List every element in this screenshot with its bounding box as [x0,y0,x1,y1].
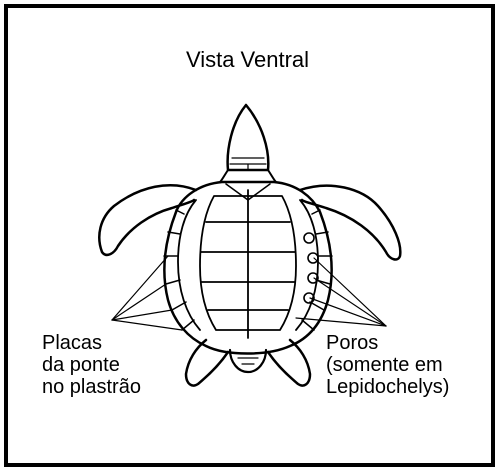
pore-circles [304,233,318,303]
pores-label-line3: Lepidochelys) [326,376,449,398]
right-front-flipper [300,186,400,260]
left-front-flipper [99,185,196,255]
bridge-scutes-left [178,200,200,330]
pores-label: Poros (somente em Lepidochelys) [326,332,449,398]
pore [308,253,318,263]
bridge-scutes-label-line3: no plastrão [42,376,141,398]
bridge-scutes-label-line1: Placas [42,332,141,354]
pores-label-line2: (somente em [326,354,449,376]
bridge-scutes-label: Placas da ponte no plastrão [42,332,141,398]
tail-scales [238,358,258,364]
pore [304,233,314,243]
head-scales [230,158,266,170]
turtle-neck [220,170,276,182]
bridge-scutes-right [296,200,318,330]
leader-lines-left [112,256,182,330]
pores-label-line1: Poros [326,332,449,354]
bridge-scutes-label-line2: da ponte [42,354,141,376]
turtle-head [228,105,269,170]
leader-lines-right [296,258,386,326]
